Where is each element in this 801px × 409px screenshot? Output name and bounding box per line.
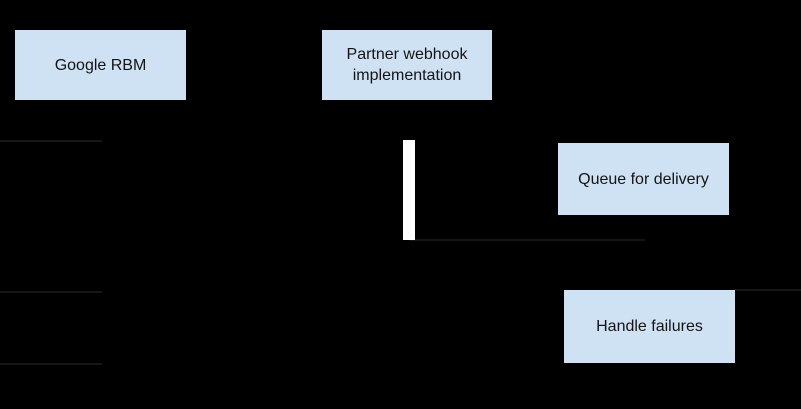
message-line-handle-stub: [735, 289, 801, 291]
partner-webhook-label: Partner webhook implementation: [346, 46, 468, 84]
queue-for-delivery-label: Queue for delivery: [578, 170, 709, 188]
activation-bar: [403, 140, 415, 240]
partner-webhook-node: Partner webhook implementation: [322, 30, 492, 100]
google-rbm-label: Google RBM: [54, 56, 147, 74]
message-line-to-google-rbm-3: [0, 363, 102, 365]
message-line-to-google-rbm-2: [0, 291, 102, 293]
handle-failures-node: Handle failures: [564, 290, 735, 363]
message-line-to-google-rbm-1: [0, 140, 102, 142]
handle-failures-label: Handle failures: [596, 318, 703, 335]
message-line-bar-to-queue: [409, 239, 645, 241]
queue-for-delivery-node: Queue for delivery: [558, 143, 729, 215]
google-rbm-node: Google RBM: [15, 30, 186, 100]
